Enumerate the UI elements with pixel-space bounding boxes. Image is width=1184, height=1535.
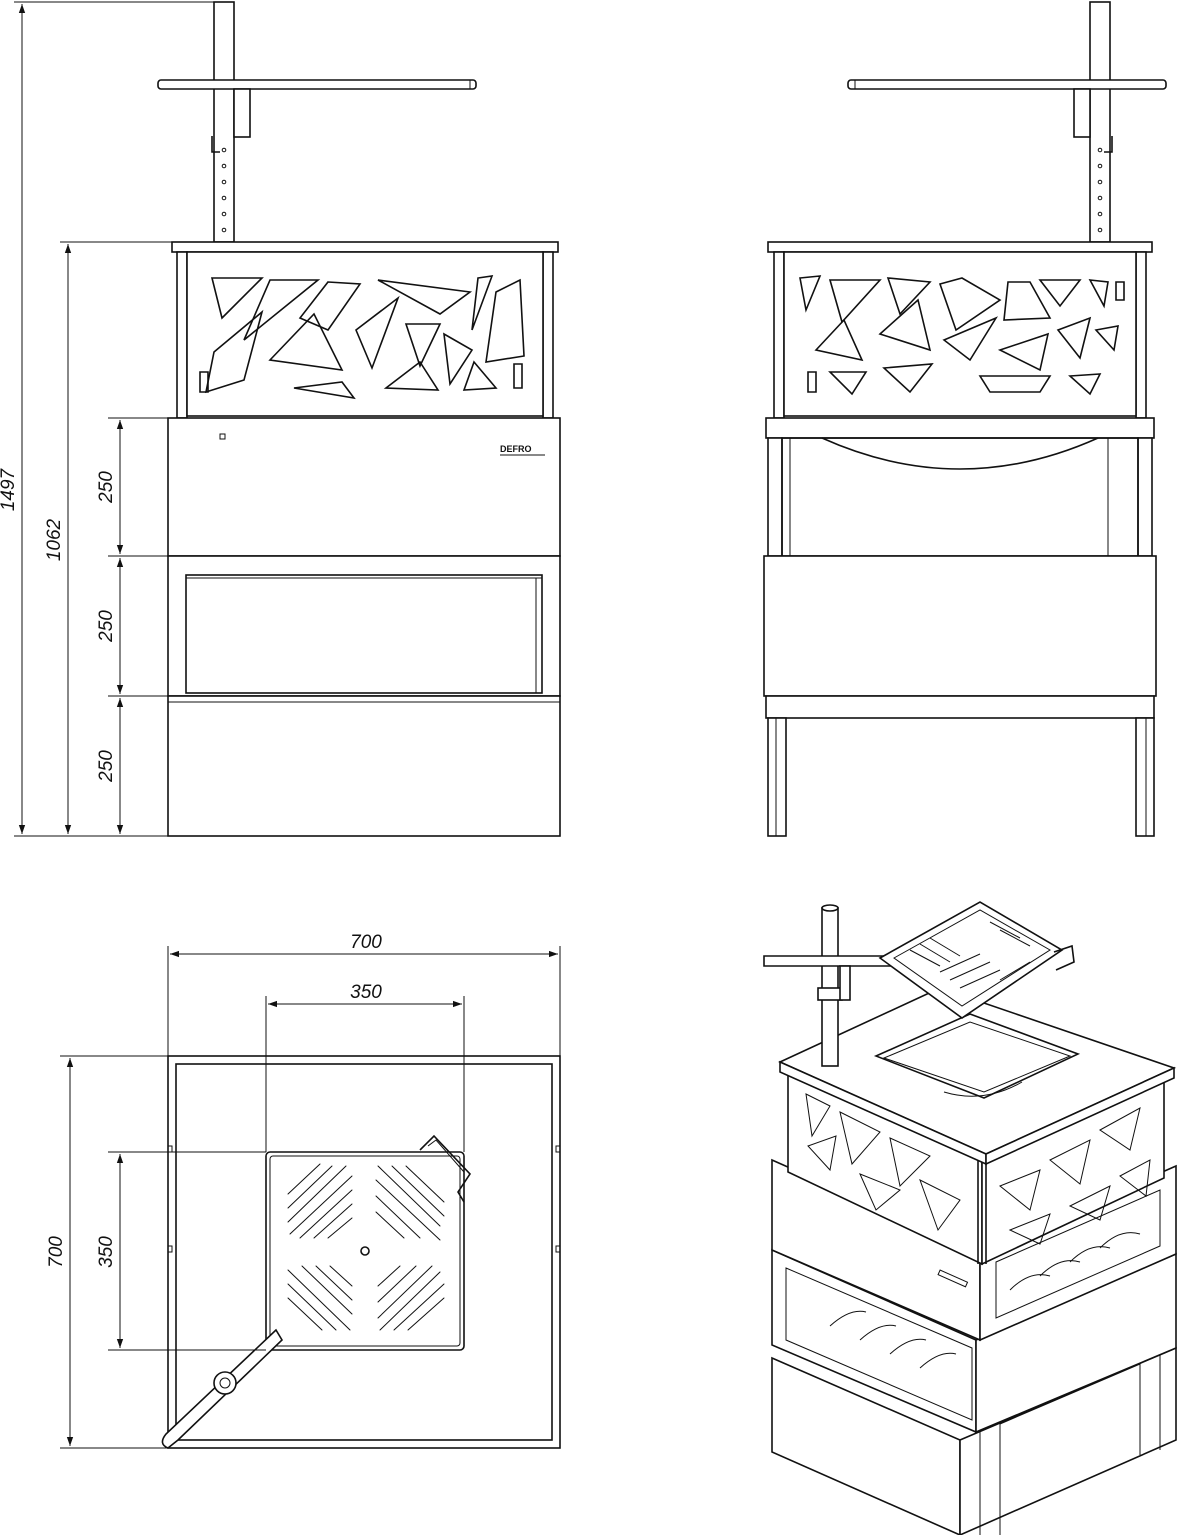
side-leg-right xyxy=(1135,717,1155,837)
iso-middle-waves xyxy=(829,1310,957,1369)
iso-bottom-left-face xyxy=(771,1356,961,1535)
iso-panel-cutouts xyxy=(805,1093,1151,1245)
front-module-3 xyxy=(167,695,561,837)
dim-label-top-depth: 700 xyxy=(46,1236,67,1268)
top-grill-center xyxy=(360,1246,370,1256)
side-firebowl xyxy=(821,437,1099,470)
iso-pole xyxy=(821,907,839,1067)
dim-label-module-1: 250 xyxy=(96,471,117,504)
iso-grill-slots xyxy=(909,921,1031,989)
dim-label-module-2: 250 xyxy=(96,610,117,643)
dim-label-total-height: 1497 xyxy=(0,467,19,511)
iso-arm xyxy=(763,955,891,967)
dim-label-top-width: 700 xyxy=(350,932,382,953)
iso-grill-handle xyxy=(1053,944,1075,971)
dim-label-body-height: 1062 xyxy=(44,518,65,561)
top-view xyxy=(161,1055,561,1449)
side-pole xyxy=(1089,1,1111,243)
isometric-view xyxy=(763,901,1177,1535)
front-cutout-pattern xyxy=(199,275,525,400)
side-top-lid xyxy=(767,241,1153,253)
front-top-lid xyxy=(171,241,559,253)
top-dimensions: 700 350 700 350 xyxy=(46,932,561,1449)
front-bracket xyxy=(233,88,251,138)
top-inner-square xyxy=(175,1063,553,1441)
front-module-2 xyxy=(167,555,561,697)
side-grill-plate xyxy=(847,79,1167,90)
side-base-frame xyxy=(765,695,1155,719)
top-grill-grid xyxy=(265,1151,465,1351)
front-module-1 xyxy=(167,417,561,557)
dim-label-module-3: 250 xyxy=(96,750,117,783)
side-view xyxy=(763,1,1167,837)
iso-lid-opening xyxy=(873,1013,1081,1099)
top-pole-circle xyxy=(213,1371,237,1395)
front-dimensions: 1497 1062 250 250 250 xyxy=(0,1,214,837)
logo: DEFRO xyxy=(500,444,545,456)
front-pole-holes xyxy=(221,147,227,233)
side-cutout-pattern xyxy=(799,275,1125,396)
dim-label-top-grill-depth: 350 xyxy=(96,1236,117,1268)
iso-top-waves xyxy=(1009,1232,1141,1291)
front-view: DEFRO xyxy=(157,1,561,837)
side-leg-left xyxy=(767,717,787,837)
top-grill-handle xyxy=(419,1134,472,1203)
front-grill-plate xyxy=(157,79,477,90)
side-module-2 xyxy=(763,555,1157,697)
top-grill-slots xyxy=(287,1163,445,1331)
front-pole xyxy=(213,1,235,243)
dim-label-top-grill-width: 350 xyxy=(350,982,382,1003)
svg-text:DEFRO: DEFRO xyxy=(500,444,532,454)
